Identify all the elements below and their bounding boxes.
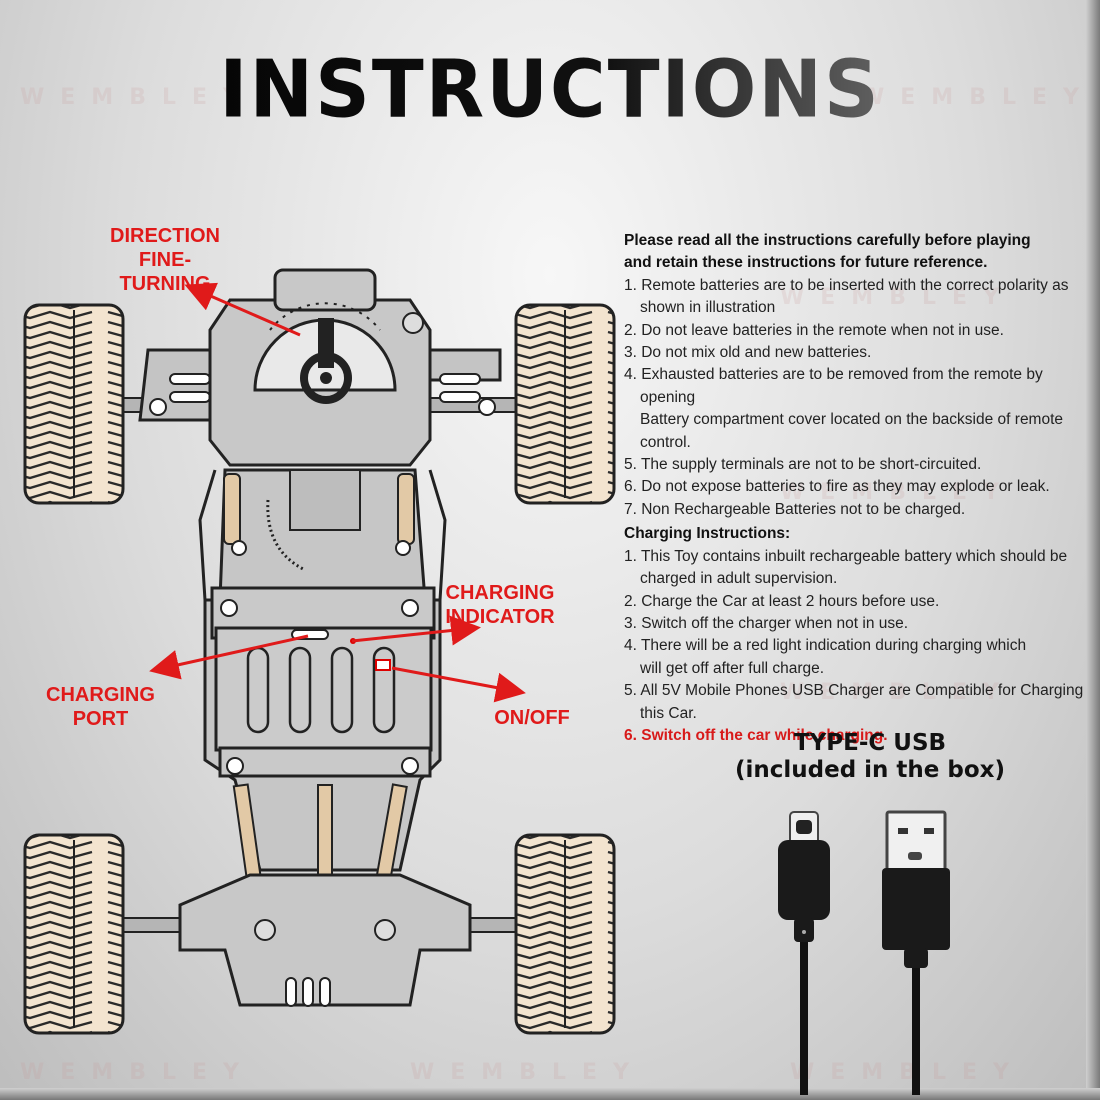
charging-indicator-arrow	[351, 615, 481, 646]
on-off-switch	[375, 659, 391, 671]
charging-port-label: CHARGING PORT	[46, 684, 155, 730]
tire-rear-left	[23, 833, 125, 1035]
charging-warning: 6. Switch off the car while charging.	[624, 726, 888, 744]
usb-c-connector-icon	[778, 811, 830, 1095]
usb-caption: TYPE-C USB (included in the box)	[734, 730, 1006, 783]
list-item: 2. Charge the Car at least 2 hours befor…	[624, 591, 1094, 613]
list-item: 5. The supply terminals are not to be sh…	[624, 454, 1094, 476]
list-item-text: 1. This Toy contains inbuilt rechargeabl…	[624, 547, 1068, 565]
watermark: WEMBLEY	[790, 1060, 1025, 1085]
watermark: WEMBLEY	[780, 680, 1015, 705]
list-item-text: 2. Do not leave batteries in the remote …	[624, 321, 1004, 339]
list-item-text: 2. Charge the Car at least 2 hours befor…	[624, 592, 940, 610]
charging-instructions-list: 1. This Toy contains inbuilt rechargeabl…	[624, 546, 1094, 725]
direction-arrow	[184, 282, 301, 337]
bottom-frame-edge	[0, 1088, 1100, 1100]
watermark: WEMBLEY	[20, 85, 255, 110]
list-item: 5. All 5V Mobile Phones USB Charger are …	[624, 680, 1094, 725]
list-item-text: 5. All 5V Mobile Phones USB Charger are …	[624, 682, 1084, 722]
watermark: WEMBLEY	[780, 480, 1015, 505]
watermark: WEMBLEY	[410, 1060, 645, 1085]
list-item: 3. Do not mix old and new batteries.	[624, 342, 1094, 364]
tire-front-left	[23, 303, 125, 505]
list-item: 3. Switch off the charger when not in us…	[624, 613, 1094, 635]
list-item: 7. Non Rechargeable Batteries not to be …	[624, 499, 1094, 521]
list-item-text: 7. Non Rechargeable Batteries not to be …	[624, 500, 966, 518]
list-item-text: 4. Exhausted batteries are to be removed…	[624, 366, 1043, 406]
charging-indicator-label: CHARGING INDICATOR	[445, 582, 555, 628]
list-item-text: 3. Do not mix old and new batteries.	[624, 344, 872, 362]
watermark: WEMBLEY	[20, 1060, 255, 1085]
list-item-text: 5. The supply terminals are not to be sh…	[624, 456, 982, 474]
list-item: 4. There will be a red light indication …	[624, 635, 1094, 680]
tire-front-right	[514, 303, 616, 505]
charging-heading: Charging Instructions:	[624, 525, 791, 543]
page-title: INSTRUCTIONS	[0, 42, 1100, 135]
direction-label: DIRECTION FINE-TURNING	[110, 225, 220, 295]
on-off-arrow	[391, 666, 526, 703]
instructions-text: Please read all the instructions careful…	[624, 230, 1094, 747]
watermark: WEMBLEY	[860, 85, 1095, 110]
list-item: 4. Exhausted batteries are to be removed…	[624, 364, 1094, 454]
right-frame-edge	[1086, 0, 1100, 1100]
list-item: 1. This Toy contains inbuilt rechargeabl…	[624, 546, 1094, 591]
list-item: 6. Do not expose batteries to fire as th…	[624, 476, 1094, 498]
list-item-text: 3. Switch off the charger when not in us…	[624, 614, 909, 632]
tire-rear-right	[514, 833, 616, 1035]
list-item-continuation: shown in illustration	[640, 299, 776, 317]
usb-a-connector-icon	[882, 810, 950, 1095]
battery-instructions-list: 1. Remote batteries are to be inserted w…	[624, 275, 1094, 521]
list-item-continuation: will get off after full charge.	[640, 659, 825, 677]
list-item-continuation: Battery compartment cover located on the…	[640, 411, 1064, 451]
charging-port-arrow	[149, 634, 309, 680]
watermark: WEMBLEY	[780, 285, 1015, 310]
list-item-continuation: charged in adult supervision.	[640, 570, 838, 588]
list-item: 1. Remote batteries are to be inserted w…	[624, 275, 1094, 320]
list-item-text: 4. There will be a red light indication …	[624, 637, 1027, 655]
list-item-text: 6. Do not expose batteries to fire as th…	[624, 478, 1050, 496]
list-item-text: 1. Remote batteries are to be inserted w…	[624, 276, 1069, 294]
on-off-label: ON/OFF	[494, 707, 570, 729]
intro-line: Please read all the instructions careful…	[624, 232, 1031, 249]
list-item: 2. Do not leave batteries in the remote …	[624, 320, 1094, 342]
intro-line: and retain these instructions for future…	[624, 254, 988, 272]
